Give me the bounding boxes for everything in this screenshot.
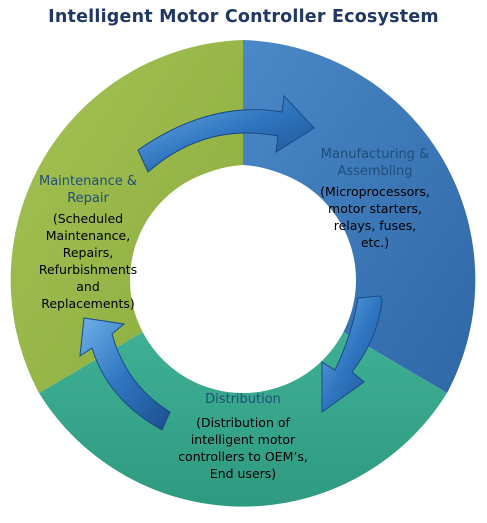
arrow-to-maintenance-icon: [79, 317, 171, 431]
maintenance-heading: Maintenance & Repair: [18, 173, 158, 207]
manufacturing-description-line: motor starters,: [328, 201, 422, 216]
manufacturing-heading-line: Assembling: [337, 164, 413, 179]
diagram-title: Intelligent Motor Controller Ecosystem: [48, 7, 439, 27]
maintenance-heading-line: Repair: [67, 191, 109, 206]
manufacturing-description-line: (Microprocessors,: [320, 184, 430, 199]
manufacturing-heading-line: Manufacturing &: [320, 147, 430, 162]
distribution-description-line: (Distribution of: [196, 415, 290, 430]
maintenance-description: (Scheduled Maintenance, Repairs, Refurbi…: [18, 210, 158, 312]
arrow-to-distribution-icon: [321, 295, 383, 413]
maintenance-description-line: Maintenance,: [45, 228, 131, 243]
distribution-description-line: intelligent motor: [190, 432, 296, 447]
manufacturing-description: (Microprocessors, motor starters, relays…: [300, 183, 450, 251]
maintenance-description-line: Refurbishments: [38, 262, 138, 277]
maintenance-description-line: and: [76, 279, 100, 294]
manufacturing-heading: Manufacturing & Assembling: [300, 146, 450, 180]
distribution-heading: Distribution: [168, 391, 318, 408]
distribution-description-line: End users): [209, 466, 277, 481]
distribution-heading-line: Distribution: [205, 392, 281, 407]
manufacturing-description-line: relays, fuses,: [333, 218, 417, 233]
maintenance-description-line: (Scheduled: [52, 211, 124, 226]
distribution-description-line: controllers to OEM’s,: [178, 449, 308, 464]
manufacturing-description-line: etc.): [360, 235, 390, 250]
maintenance-description-line: Repairs,: [62, 245, 114, 260]
maintenance-description-line: Replacements): [41, 296, 135, 311]
maintenance-heading-line: Maintenance &: [39, 174, 137, 189]
distribution-description: (Distribution of intelligent motor contr…: [168, 414, 318, 482]
ring-center: [130, 167, 356, 393]
arrow-to-manufacturing-icon: [137, 94, 315, 173]
